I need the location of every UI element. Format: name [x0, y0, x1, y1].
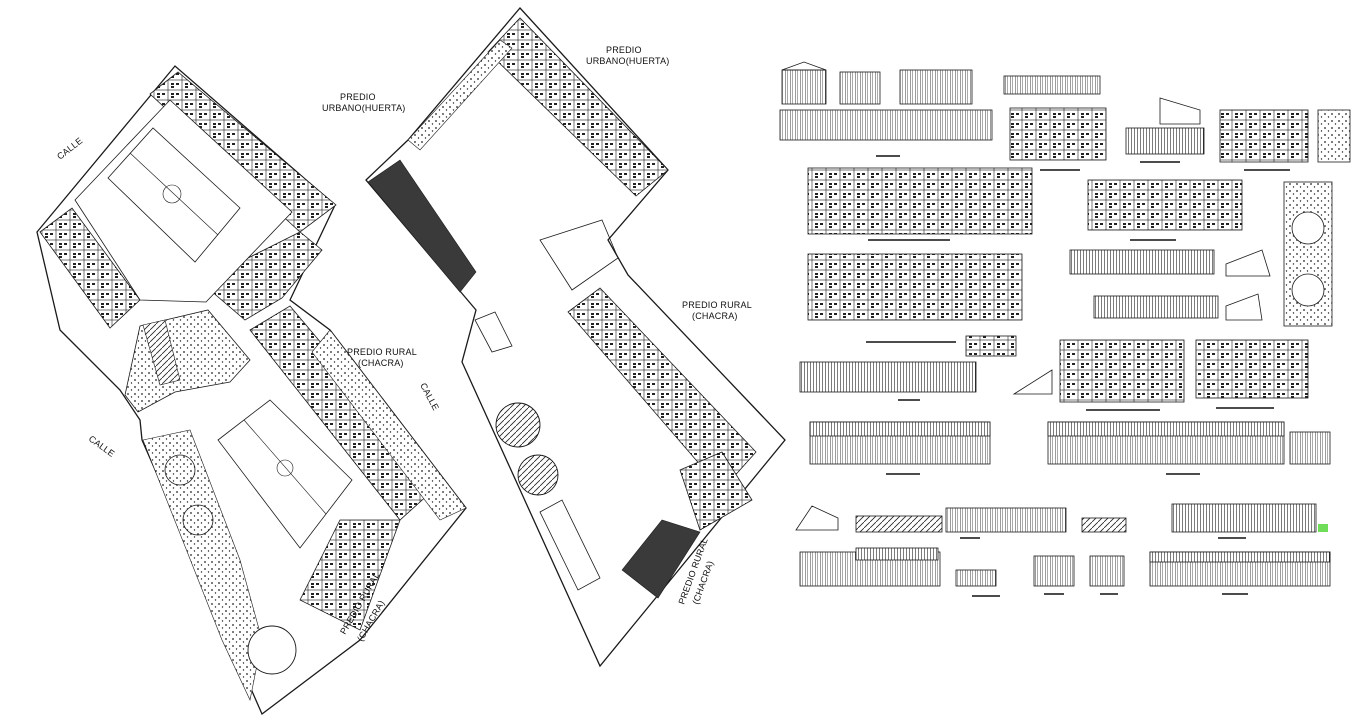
elev-20	[1033, 555, 1075, 587]
plan-room-2	[1219, 109, 1309, 163]
left-gazebo-1	[164, 454, 196, 486]
middle-gazebo-1	[495, 402, 541, 448]
elev-6	[1317, 109, 1351, 163]
detail-small	[965, 335, 1017, 357]
label-predio-rural-left-b: (CHACRA)	[358, 358, 404, 368]
label-calle-mid: CALLE	[418, 381, 441, 412]
plan-floor-3	[807, 253, 1023, 321]
elev-7	[1069, 249, 1215, 275]
elev-13	[795, 505, 839, 531]
left-gazebo-2	[182, 504, 214, 536]
elev-14	[855, 515, 943, 533]
left-lower-wing	[249, 305, 441, 521]
elev-15	[945, 507, 1067, 533]
middle-top-wing	[487, 17, 669, 197]
plan-room-1	[1009, 107, 1107, 161]
elev-2	[839, 71, 881, 105]
middle-gazebo-2	[517, 454, 559, 496]
plan-room-3	[1059, 339, 1185, 403]
elev-12	[1289, 431, 1331, 465]
label-calle-top: CALLE	[55, 136, 84, 162]
elev-21	[1089, 555, 1125, 587]
middle-plaza	[539, 219, 619, 291]
label-predio-rural-mid-a: PREDIO RURAL	[682, 300, 752, 310]
left-upper-court-area	[74, 99, 293, 303]
middle-small-block	[474, 311, 513, 353]
label-predio-rural-mid-b: (CHACRA)	[692, 311, 738, 321]
label-predio-urbano-left-a: PREDIO	[340, 92, 376, 102]
elev-17	[1171, 503, 1317, 533]
plan-room-4	[1195, 339, 1309, 399]
left-lower-wing-2	[299, 519, 401, 631]
plan-floor-2	[1087, 179, 1243, 231]
section-long-1	[779, 109, 993, 141]
left-upper-court	[107, 127, 241, 263]
left-lower-court	[217, 399, 353, 549]
middle-entry-path	[407, 39, 513, 151]
left-ramp	[142, 319, 181, 386]
label-predio-urbano-mid-a: PREDIO	[606, 45, 642, 55]
left-south-garden	[142, 429, 263, 701]
detail-sheets	[779, 61, 1351, 597]
middle-site-boundary	[365, 7, 786, 668]
left-round-plaza	[247, 625, 297, 675]
left-site-plan	[36, 65, 467, 716]
middle-right-wing	[567, 287, 757, 491]
highlight-marker	[1318, 524, 1328, 532]
label-predio-rural-left-a: PREDIO RURAL	[347, 347, 417, 357]
middle-site-plan	[365, 7, 786, 668]
left-east-garden	[311, 329, 467, 521]
elev-5	[1125, 127, 1205, 155]
elev-4	[1003, 75, 1101, 95]
elev-16	[1081, 517, 1127, 533]
middle-dark-block	[621, 519, 701, 599]
middle-right-wing-2	[679, 451, 753, 531]
label-predio-urbano-left-b: URBANO(HUERTA)	[322, 103, 405, 113]
label-predio-urbano-mid-b: URBANO(HUERTA)	[586, 56, 669, 66]
elev-19	[955, 569, 997, 587]
elev-9	[799, 361, 977, 393]
elev-8	[1093, 295, 1219, 319]
label-calle-left: CALLE	[87, 434, 117, 459]
plan-floor-1	[807, 167, 1033, 235]
elev-1	[781, 69, 827, 105]
elev-3	[899, 69, 973, 105]
middle-field	[539, 499, 601, 591]
middle-parking-block	[367, 159, 477, 293]
